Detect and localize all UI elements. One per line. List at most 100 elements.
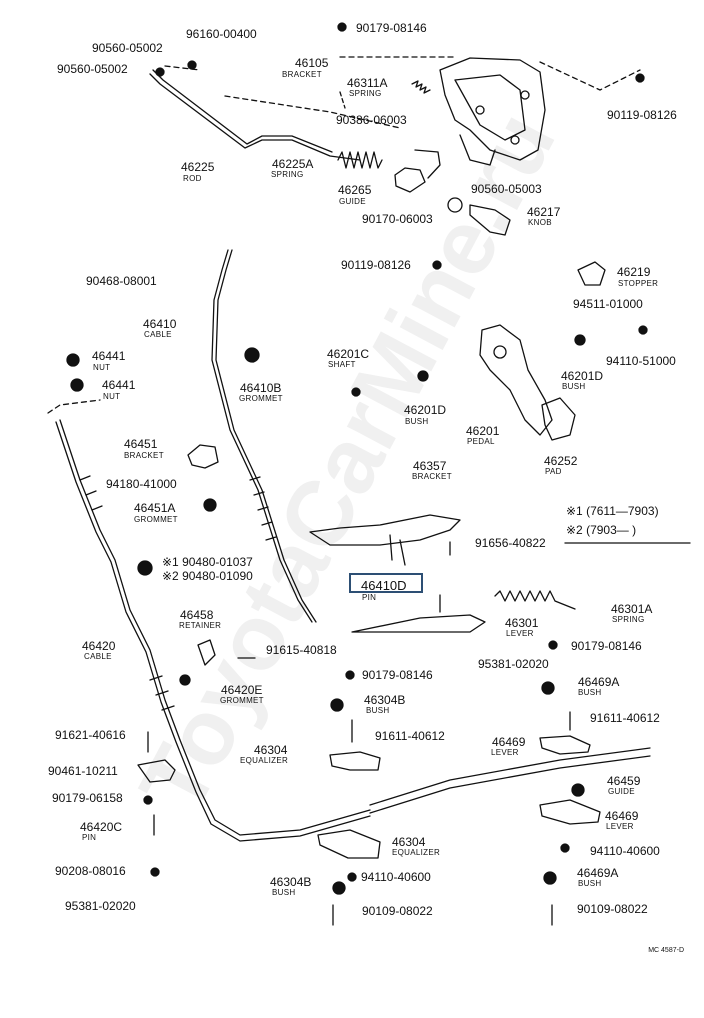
label-95381-02020-a: 95381-02020 (478, 657, 549, 671)
knob-46217 (469, 204, 511, 236)
label-90560-05003: 90560-05003 (471, 182, 542, 196)
name-46225A: SPRING (271, 170, 304, 179)
name-46217: KNOB (528, 218, 552, 227)
label-90208-08016: 90208-08016 (55, 864, 126, 878)
name-46451: BRACKET (124, 451, 164, 460)
name-46201D-a: BUSH (562, 382, 586, 391)
name-46265: GUIDE (339, 197, 366, 206)
label-46304B-b: 46304B (270, 875, 312, 889)
label-46420C: 46420C (80, 820, 123, 834)
label-46469A-a: 46469A (578, 675, 620, 689)
label-46311A: 46311A (347, 76, 388, 90)
label-90386-06003: 90386-06003 (336, 113, 407, 127)
label-46201D-a: 46201D (561, 369, 604, 383)
name-46451A: GROMMET (134, 515, 178, 524)
legend-line1: ※1 (7611—7903) (566, 504, 659, 518)
label-46304B-a: 46304B (364, 693, 406, 707)
label-46304-b: 46304 (392, 835, 426, 849)
label-46469A-b: 46469A (577, 866, 619, 880)
label-91656-40822: 91656-40822 (475, 536, 546, 550)
label-90179-08146-a: 90179-08146 (356, 21, 427, 35)
equalizer-46304-b (317, 829, 381, 859)
label-90109-08022-b: 90109-08022 (577, 902, 648, 916)
bracket-46105 (439, 57, 546, 161)
spring-46311A (411, 80, 431, 94)
label-90560-05002-a: 90560-05002 (92, 41, 163, 55)
name-46301: LEVER (506, 629, 534, 638)
bracket-90461 (137, 759, 176, 783)
lever-46469-b (539, 799, 601, 825)
label-46420: 46420 (82, 639, 116, 653)
label-46301A: 46301A (611, 602, 653, 616)
retainer-46458 (197, 639, 216, 666)
label-95381-02020-b: 95381-02020 (65, 899, 136, 913)
name-46410: CABLE (144, 330, 172, 339)
name-46201: PEDAL (467, 437, 495, 446)
name-46252: PAD (545, 467, 562, 476)
label-90560-05002-b: 90560-05002 (57, 62, 128, 76)
name-46410D-pin: PIN (362, 593, 377, 602)
cable-46410 (211, 249, 313, 623)
name-46469A-b: BUSH (578, 879, 602, 888)
label-46451: 46451 (124, 437, 158, 451)
name-46459: GUIDE (608, 787, 635, 796)
lever-46301 (351, 614, 486, 633)
label-46304-a: 46304 (254, 743, 288, 757)
name-46441-b: NUT (103, 392, 121, 401)
label-46469-b: 46469 (605, 809, 639, 823)
label-46441-a: 46441 (92, 349, 126, 363)
label-46410: 46410 (143, 317, 177, 331)
name-46225: ROD (183, 174, 202, 183)
pad-46252 (541, 397, 576, 441)
label-94110-40600-a: 94110-40600 (590, 844, 660, 858)
guide-46265 (394, 167, 426, 193)
label-90170-06003: 90170-06003 (362, 212, 433, 226)
highlighted-part-box[interactable]: 46410D (349, 573, 423, 593)
label-46201C: 46201C (327, 347, 370, 361)
rod-46225 (149, 73, 361, 161)
label-96160-00400: 96160-00400 (186, 27, 257, 41)
label-46201: 46201 (466, 424, 500, 438)
name-46304B-a: BUSH (366, 706, 390, 715)
label-90109-08022-a: 90109-08022 (362, 904, 433, 918)
label-46441-b: 46441 (102, 378, 136, 392)
label-94110-51000: 94110-51000 (606, 354, 676, 368)
name-46420C: PIN (82, 833, 97, 842)
label-46451A: 46451A (134, 501, 176, 515)
label-46469-a: 46469 (492, 735, 526, 749)
label-46459: 46459 (607, 774, 641, 788)
name-46420E: GROMMET (220, 696, 264, 705)
label-46357: 46357 (413, 459, 447, 473)
label-91621-40616: 91621-40616 (55, 728, 126, 742)
name-46441-a: NUT (93, 363, 111, 372)
name-46469-a: LEVER (491, 748, 519, 757)
label-46217: 46217 (527, 205, 561, 219)
label-46420E: 46420E (221, 683, 263, 697)
label-46225: 46225 (181, 160, 215, 174)
label-90468-08001: 90468-08001 (86, 274, 157, 288)
label-46458: 46458 (180, 608, 214, 622)
label-94110-40600-b: 94110-40600 (361, 870, 431, 884)
label-46225A: 46225A (272, 157, 314, 171)
name-46410B: GROMMET (239, 394, 283, 403)
name-46469A-a: BUSH (578, 688, 602, 697)
name-46469-b: LEVER (606, 822, 634, 831)
diagram-code: MC 4587-D (648, 947, 684, 954)
label-90461-10211: 90461-10211 (48, 764, 118, 778)
label-46219: 46219 (617, 265, 651, 279)
name-46357: BRACKET (412, 472, 452, 481)
name-46219: STOPPER (618, 279, 659, 288)
lever-46469-a (539, 735, 591, 755)
name-46420: CABLE (84, 652, 112, 661)
name-46201C: SHAFT (328, 360, 356, 369)
name-46105: BRACKET (282, 70, 322, 79)
name-46301A: SPRING (612, 615, 645, 624)
equalizer-46304-a (329, 751, 381, 771)
label-90179-08146-c: 90179-08146 (362, 668, 433, 682)
label-90480-01090: ※2 90480-01090 (162, 569, 253, 583)
label-46105: 46105 (295, 56, 329, 70)
label-94511-01000: 94511-01000 (573, 297, 643, 311)
label-91611-40612-a: 91611-40612 (590, 711, 660, 725)
label-46410B: 46410B (240, 381, 282, 395)
